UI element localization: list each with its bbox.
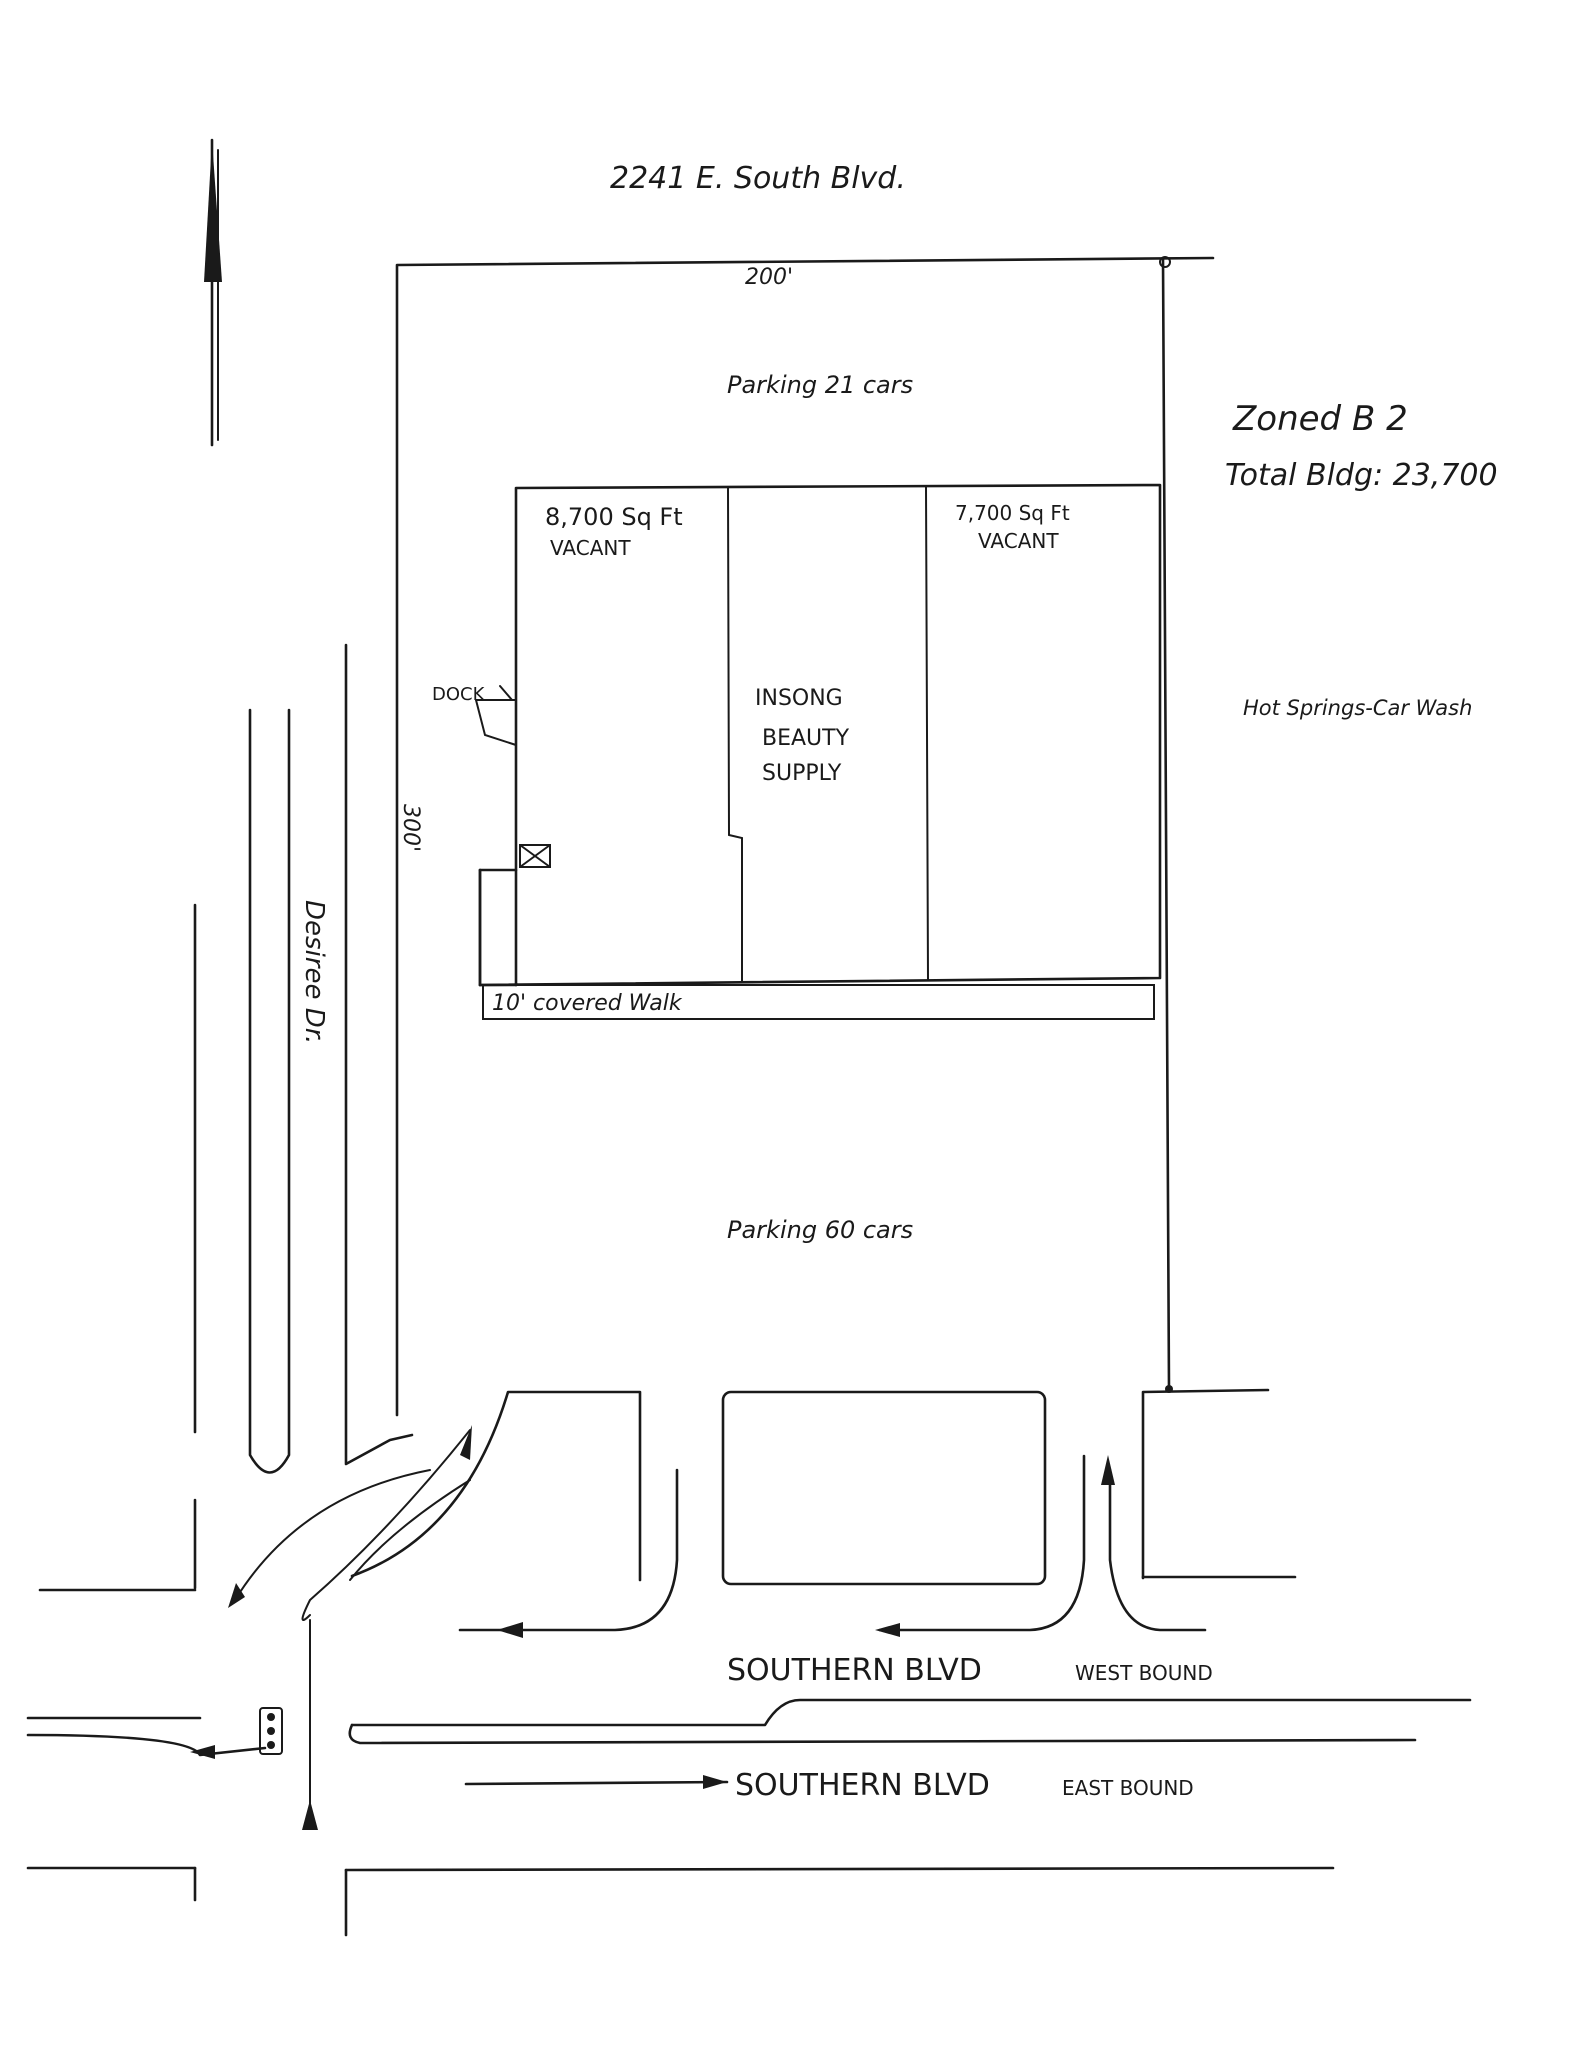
desiree-dr-road [193, 643, 414, 1590]
covered-walk [482, 984, 1155, 1020]
southern-blvd-eastbound-label: SOUTHERN BLVD [735, 1768, 990, 1803]
unit-center-name-line1: INSONG [755, 686, 843, 711]
total-building-label: Total Bldg: 23,700 [1225, 458, 1498, 493]
traffic-signal-icon [259, 1707, 283, 1755]
dimension-side: 300' [398, 804, 423, 852]
unit-east-size: 7,700 Sq Ft [955, 501, 1070, 525]
unit-west-status: VACANT [550, 536, 631, 560]
unit-center-name-line3: SUPPLY [762, 761, 842, 786]
southern-blvd-westbound-label: SOUTHERN BLVD [727, 1653, 982, 1688]
dimension-top: 200' [745, 265, 793, 290]
neighbor-label: Hot Springs-Car Wash [1243, 696, 1472, 720]
address-title: 2241 E. South Blvd. [610, 161, 906, 196]
unit-east-status: VACANT [978, 529, 1059, 553]
westbound-label: WEST BOUND [1075, 1661, 1213, 1685]
property-boundary [395, 256, 1215, 1417]
southern-blvd-road [26, 1698, 1472, 1937]
desiree-dr-label: Desiree Dr. [299, 900, 329, 1044]
unit-center-name-line2: BEAUTY [762, 726, 850, 751]
parking-north-label: Parking 21 cars [727, 371, 913, 399]
door-x-icon [519, 844, 551, 868]
driveway-islands [38, 1388, 1297, 1632]
eastbound-label: EAST BOUND [1062, 1776, 1194, 1800]
building [478, 483, 1162, 987]
dock-label: DOCK [432, 684, 486, 705]
covered-walk-label: 10' covered Walk [492, 991, 683, 1016]
zoning-label: Zoned B 2 [1232, 399, 1408, 439]
north-arrow-icon [204, 138, 222, 447]
loading-dock [475, 685, 517, 746]
unit-west-size: 8,700 Sq Ft [545, 503, 683, 531]
parking-south-label: Parking 60 cars [727, 1216, 913, 1244]
traffic-arrows [190, 1425, 1115, 1830]
